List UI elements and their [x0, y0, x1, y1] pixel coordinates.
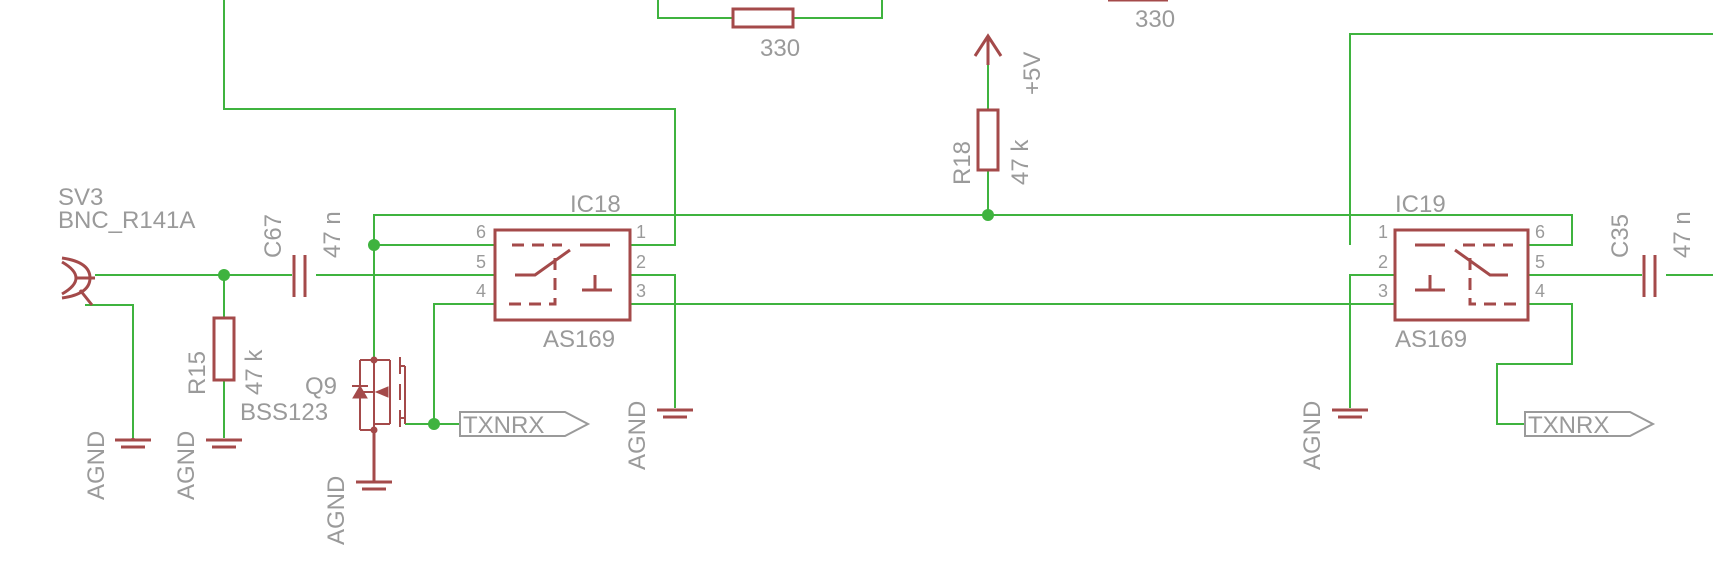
pin-number: 4 [1535, 281, 1545, 301]
pin-number: 3 [1378, 281, 1388, 301]
junction-dot [368, 239, 380, 251]
net-label: TXNRX [1528, 412, 1609, 439]
ground-icon [115, 438, 151, 449]
mosfet-node [370, 356, 378, 364]
ground-q9: AGND [323, 430, 392, 545]
capacitor-plates [292, 255, 307, 297]
transistor-name: Q9 [305, 373, 337, 400]
capacitor-name: C67 [260, 214, 287, 258]
resistor-value: 330 [760, 35, 800, 62]
ic-name: IC19 [1395, 191, 1446, 218]
pin-number: 1 [1378, 222, 1388, 242]
switch-dashed-link [1468, 258, 1520, 306]
net-label-txnrx-left: TXNRX [459, 411, 591, 439]
connector-sv3: SV3 BNC_R141A [58, 184, 195, 306]
ground-icon [657, 408, 693, 419]
capacitor-c35: C35 47 n [1607, 211, 1696, 297]
resistor-r15: R15 47 k [184, 316, 268, 395]
switch-icon [1415, 243, 1508, 277]
wire-right-top-loop [1349, 33, 1713, 245]
capacitor-plates [1642, 255, 1657, 297]
mosfet-body-icon [374, 357, 406, 427]
wire-top-resistor-lead [657, 0, 883, 19]
supply-arrow-icon [973, 33, 1003, 65]
ground-icon [206, 438, 242, 449]
capacitor-value: 47 n [1669, 211, 1696, 258]
ic-name: IC18 [570, 191, 621, 218]
resistor-top-right: 330 [1108, 0, 1175, 33]
ground-label: AGND [624, 401, 651, 470]
body-diode-icon [352, 385, 368, 399]
ground-ic19: AGND [1299, 401, 1368, 470]
ic-value: AS169 [543, 326, 615, 353]
pin-number: 4 [476, 281, 486, 301]
ground-label: AGND [83, 431, 110, 500]
pin-number: 2 [1378, 252, 1388, 272]
switch-contact [1415, 275, 1445, 292]
wire-ic19-pin4-to-txnrx [1496, 303, 1573, 425]
ic-body [493, 228, 632, 322]
capacitor-value: 47 n [319, 211, 346, 258]
pin-number: 3 [636, 281, 646, 301]
ground-label: AGND [323, 476, 350, 545]
net-label: TXNRX [463, 412, 544, 439]
ic-value: AS169 [1395, 326, 1467, 353]
ground-icon [1332, 408, 1368, 419]
junctions [218, 209, 994, 430]
wire-top-left-loop [223, 0, 676, 246]
ground-r15: AGND [173, 431, 242, 500]
resistor-value: 47 k [1007, 139, 1034, 185]
net-port-icon [1524, 411, 1656, 437]
resistor-name: R18 [949, 141, 976, 185]
ground-icon [356, 430, 392, 491]
ground-label: AGND [173, 431, 200, 500]
pin-number: 6 [476, 222, 486, 242]
net-port-icon [459, 411, 591, 437]
ground-bnc: AGND [83, 431, 151, 500]
pin-number: 2 [636, 252, 646, 272]
pin-number: 6 [1535, 222, 1545, 242]
pin-number: 5 [476, 252, 486, 272]
mosfet-arrow-icon [374, 386, 389, 398]
ic-ic19: 1 2 3 6 5 4 IC19 AS169 [1378, 191, 1545, 353]
switch-icon [515, 243, 610, 277]
ic-body [1393, 228, 1530, 322]
resistor-value: 330 [1135, 6, 1175, 33]
resistor-body [212, 316, 236, 382]
junction-dot [218, 269, 230, 281]
wire-ic18-pin4-to-txnrx [433, 303, 495, 424]
resistor-r18: R18 47 k [949, 108, 1034, 185]
resistor-body [976, 108, 1000, 172]
ground-ic18: AGND [624, 401, 693, 470]
resistor-name: R15 [184, 351, 211, 395]
wire-top-bus [373, 214, 1573, 246]
wire-bnc-shield-to-gnd [85, 304, 134, 438]
connector-name: SV3 [58, 184, 103, 211]
net-label-txnrx-right: TXNRX [1524, 411, 1656, 439]
ground-label: AGND [1299, 401, 1326, 470]
wires [85, 0, 1713, 438]
switch-dashed-link [505, 258, 557, 306]
connector-value: BNC_R141A [58, 207, 195, 234]
resistor-body [731, 7, 795, 29]
resistor-top-left: 330 [731, 7, 800, 62]
pin-number: 5 [1535, 252, 1545, 272]
capacitor-c67: C67 47 n [260, 211, 346, 297]
resistor-value: 47 k [241, 349, 268, 395]
transistor-value: BSS123 [240, 399, 328, 426]
junction-dot [428, 418, 440, 430]
supply-label: +5V [1019, 52, 1046, 95]
wire-ic19-pin2-to-gnd [1349, 274, 1395, 408]
wire-ic18-pin2-to-gnd [630, 274, 676, 408]
supply-5v: +5V [973, 33, 1046, 95]
pin-number: 1 [636, 222, 646, 242]
transistor-q9: Q9 BSS123 [240, 356, 406, 434]
capacitor-name: C35 [1607, 214, 1634, 258]
bnc-connector-shell [61, 260, 95, 306]
junction-dot [982, 209, 994, 221]
switch-contact [582, 275, 612, 292]
ic-ic18: 6 5 4 1 2 3 IC18 AS169 [476, 191, 646, 353]
